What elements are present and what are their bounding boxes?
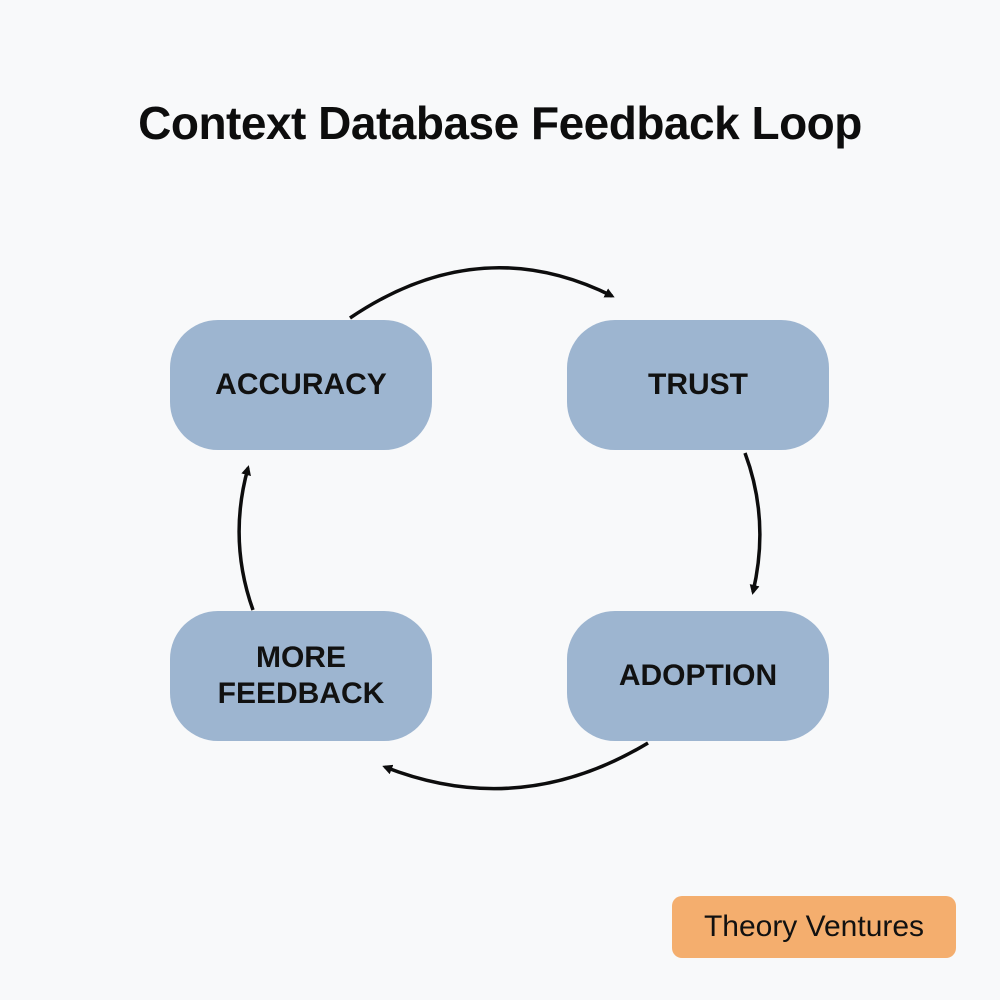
brand-badge: Theory Ventures bbox=[672, 896, 956, 958]
node-more-feedback-label-line1: MORE bbox=[255, 641, 346, 674]
node-adoption: ADOPTION bbox=[567, 611, 829, 741]
arrow-feedback-to-accuracy bbox=[237, 465, 255, 611]
node-trust: TRUST bbox=[567, 320, 829, 450]
node-more-feedback-label-line2: FEEDBACK bbox=[217, 677, 385, 710]
node-accuracy: ACCURACY bbox=[170, 320, 432, 450]
node-adoption-label: ADOPTION bbox=[618, 659, 778, 692]
arrow-accuracy-to-trust bbox=[349, 266, 615, 320]
node-trust-label: TRUST bbox=[648, 368, 748, 401]
arrow-adoption-to-feedback bbox=[382, 741, 649, 791]
diagram-title: Context Database Feedback Loop bbox=[138, 97, 862, 149]
node-accuracy-label: ACCURACY bbox=[215, 368, 387, 401]
arrow-trust-to-adoption bbox=[743, 452, 762, 595]
node-more-feedback: MORE FEEDBACK bbox=[170, 611, 432, 741]
